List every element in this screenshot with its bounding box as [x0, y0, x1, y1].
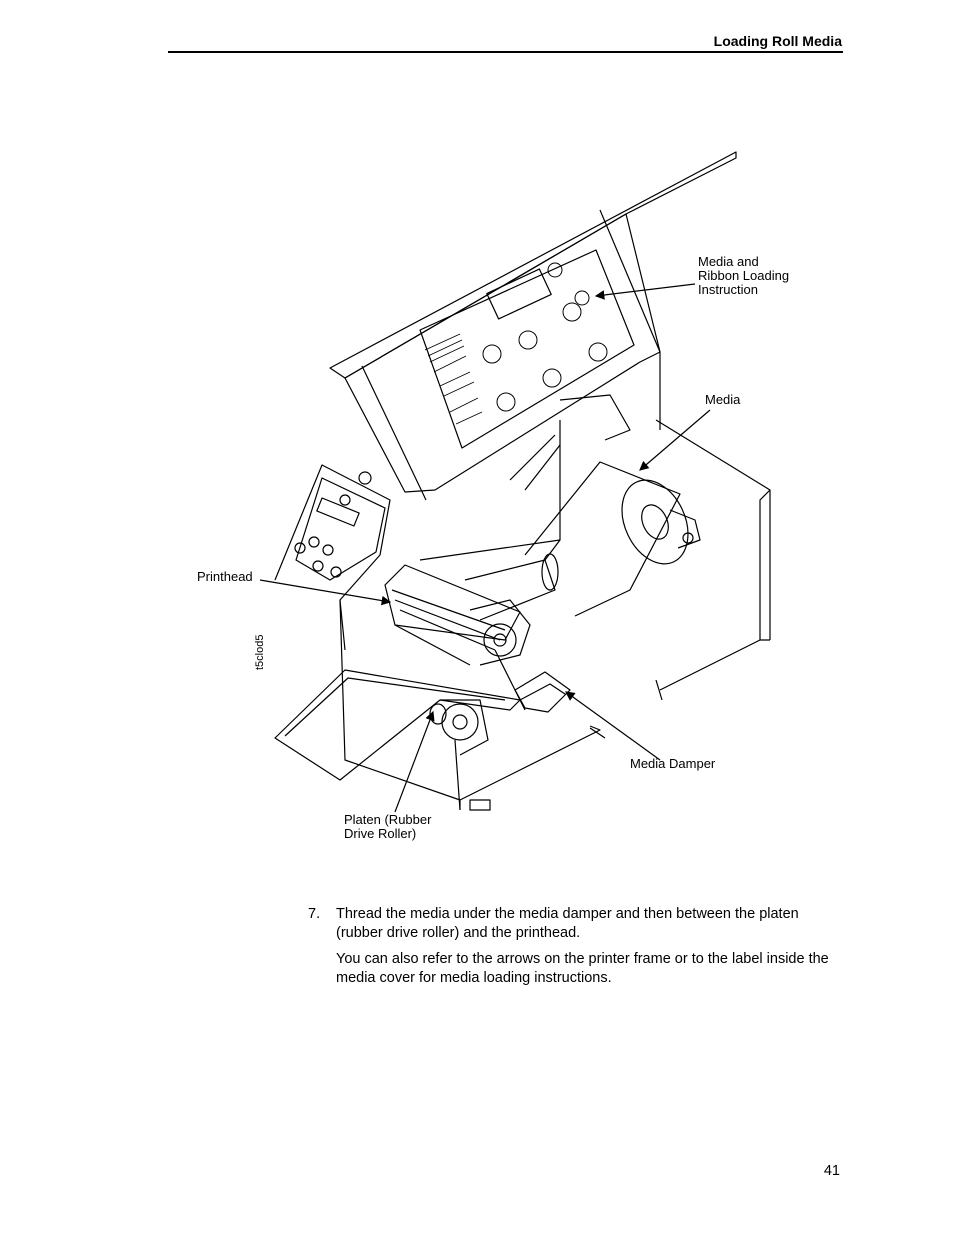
page-number: 41: [823, 1163, 840, 1179]
callout-platen: Platen (Rubber Drive Roller): [344, 812, 432, 841]
running-head: Loading Roll Media: [713, 33, 842, 49]
callout-media-damper: Media Damper: [630, 756, 716, 771]
figure-id: t5clod5: [254, 634, 266, 670]
step-text: Thread the media under the media damper …: [336, 906, 799, 941]
callout-media: Media: [705, 392, 741, 407]
callout-printhead: Printhead: [197, 569, 253, 584]
printer-illustration: [259, 151, 771, 813]
step-note: You can also refer to the arrows on the …: [336, 951, 829, 986]
step-number: 7.: [308, 906, 321, 922]
callout-media-ribbon-instruction: Media and Ribbon Loading Instruction: [698, 254, 790, 297]
header-rule: [168, 51, 843, 53]
